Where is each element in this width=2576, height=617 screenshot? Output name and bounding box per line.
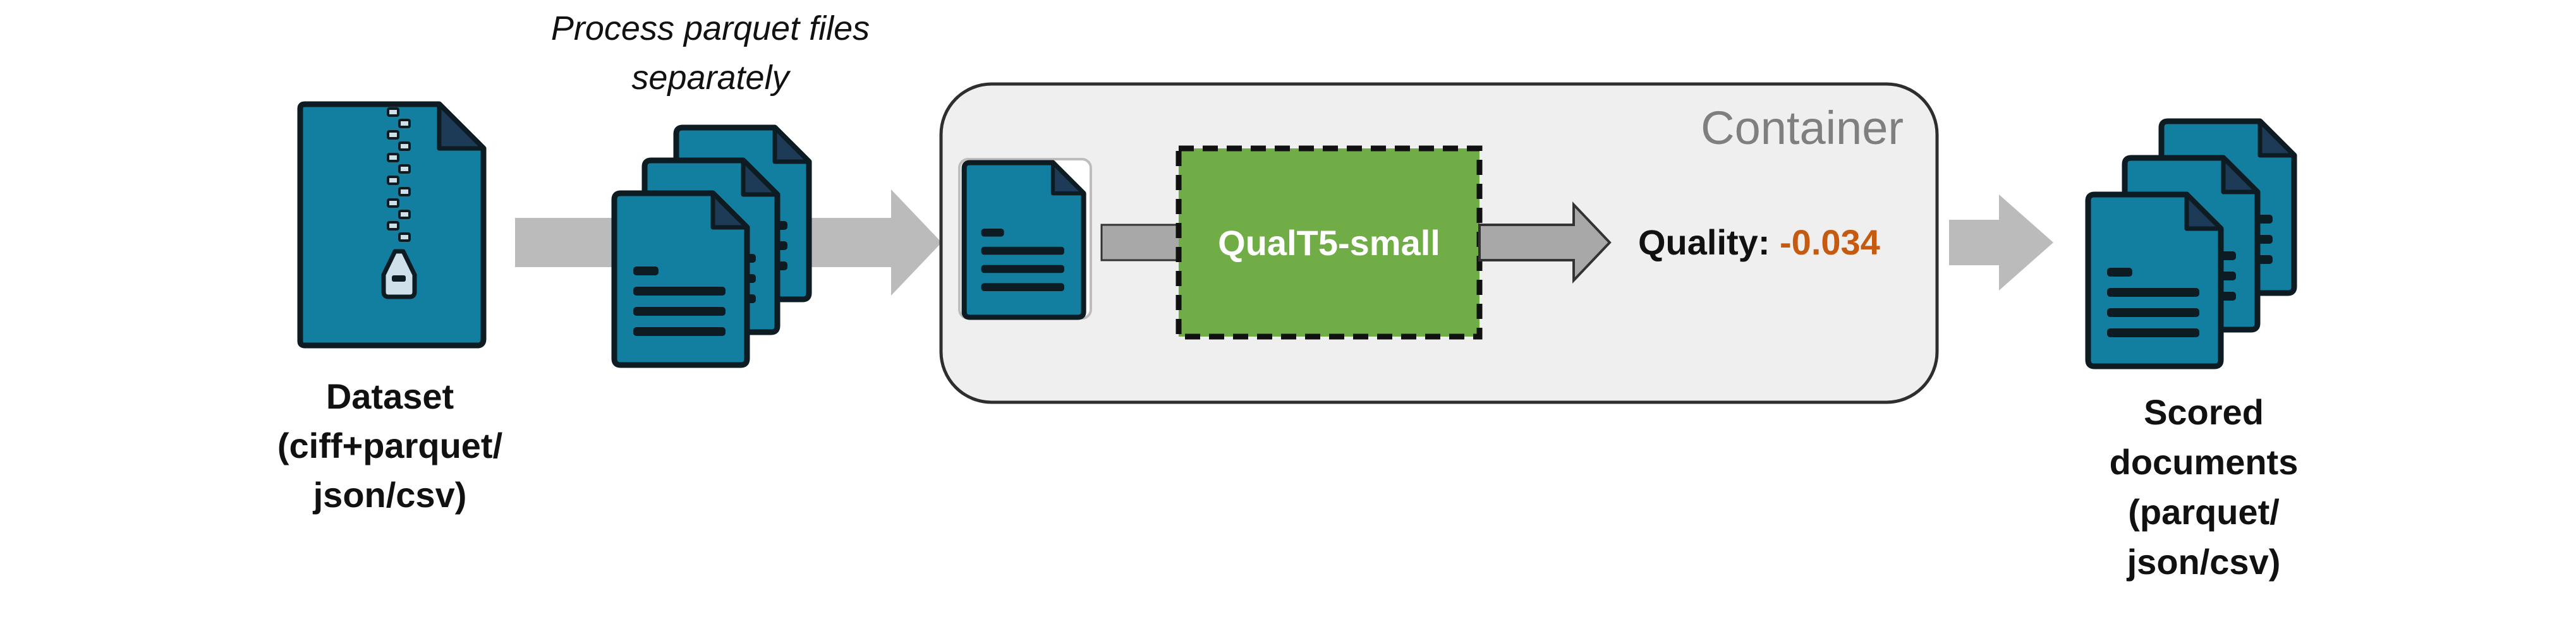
- model-box: QualT5-small: [1176, 145, 1483, 340]
- dataset-label-line-2: (ciff+parquet/: [277, 426, 503, 465]
- model-label: QualT5-small: [1218, 223, 1440, 263]
- zipper-tooth: [387, 221, 399, 231]
- parquet-caption-line-1: Process parquet files: [551, 9, 870, 47]
- zipper-tooth: [398, 141, 411, 151]
- arrow-container-to-output: [1949, 195, 2053, 291]
- dataset-label-line-1: Dataset: [326, 376, 454, 416]
- container-label: Container: [1701, 102, 1904, 154]
- zipper-tooth: [387, 198, 399, 208]
- quality-score-value: -0.034: [1780, 222, 1880, 262]
- zipper-tooth: [387, 176, 399, 185]
- output-label-line-3: (parquet/: [2128, 492, 2280, 532]
- output-label-line-2: documents: [2110, 442, 2299, 482]
- quality-score: Quality: -0.034: [1638, 222, 1880, 262]
- parquet-caption: Process parquet files separately: [551, 9, 870, 97]
- zipper-tooth: [387, 153, 399, 162]
- output-label-line-1: Scored: [2144, 392, 2264, 432]
- svg-text:Quality: -0.034: Quality: -0.034: [1638, 222, 1880, 262]
- zipper-tooth: [398, 119, 411, 128]
- document-stack-icon: [614, 128, 809, 365]
- quality-score-label: Quality:: [1638, 222, 1780, 262]
- arrow-model-to-score: [1478, 201, 1612, 284]
- zipper-tooth: [398, 187, 411, 196]
- document-stack-icon: [2088, 121, 2294, 366]
- zipper-tooth: [387, 107, 399, 117]
- zip-file-icon: [297, 101, 487, 349]
- zipper-tooth: [398, 232, 411, 242]
- document-icon: [958, 158, 1092, 318]
- zipper-tooth: [398, 210, 411, 219]
- zipper-tooth: [398, 164, 411, 174]
- zipper-tooth: [387, 130, 399, 140]
- dataset-label-line-3: json/csv): [313, 475, 467, 515]
- output-label-line-4: json/csv): [2127, 542, 2281, 582]
- dataset-label: Dataset (ciff+parquet/ json/csv): [277, 376, 503, 515]
- output-label: Scored documents (parquet/ json/csv): [2110, 392, 2299, 582]
- parquet-caption-line-2: separately: [631, 59, 791, 97]
